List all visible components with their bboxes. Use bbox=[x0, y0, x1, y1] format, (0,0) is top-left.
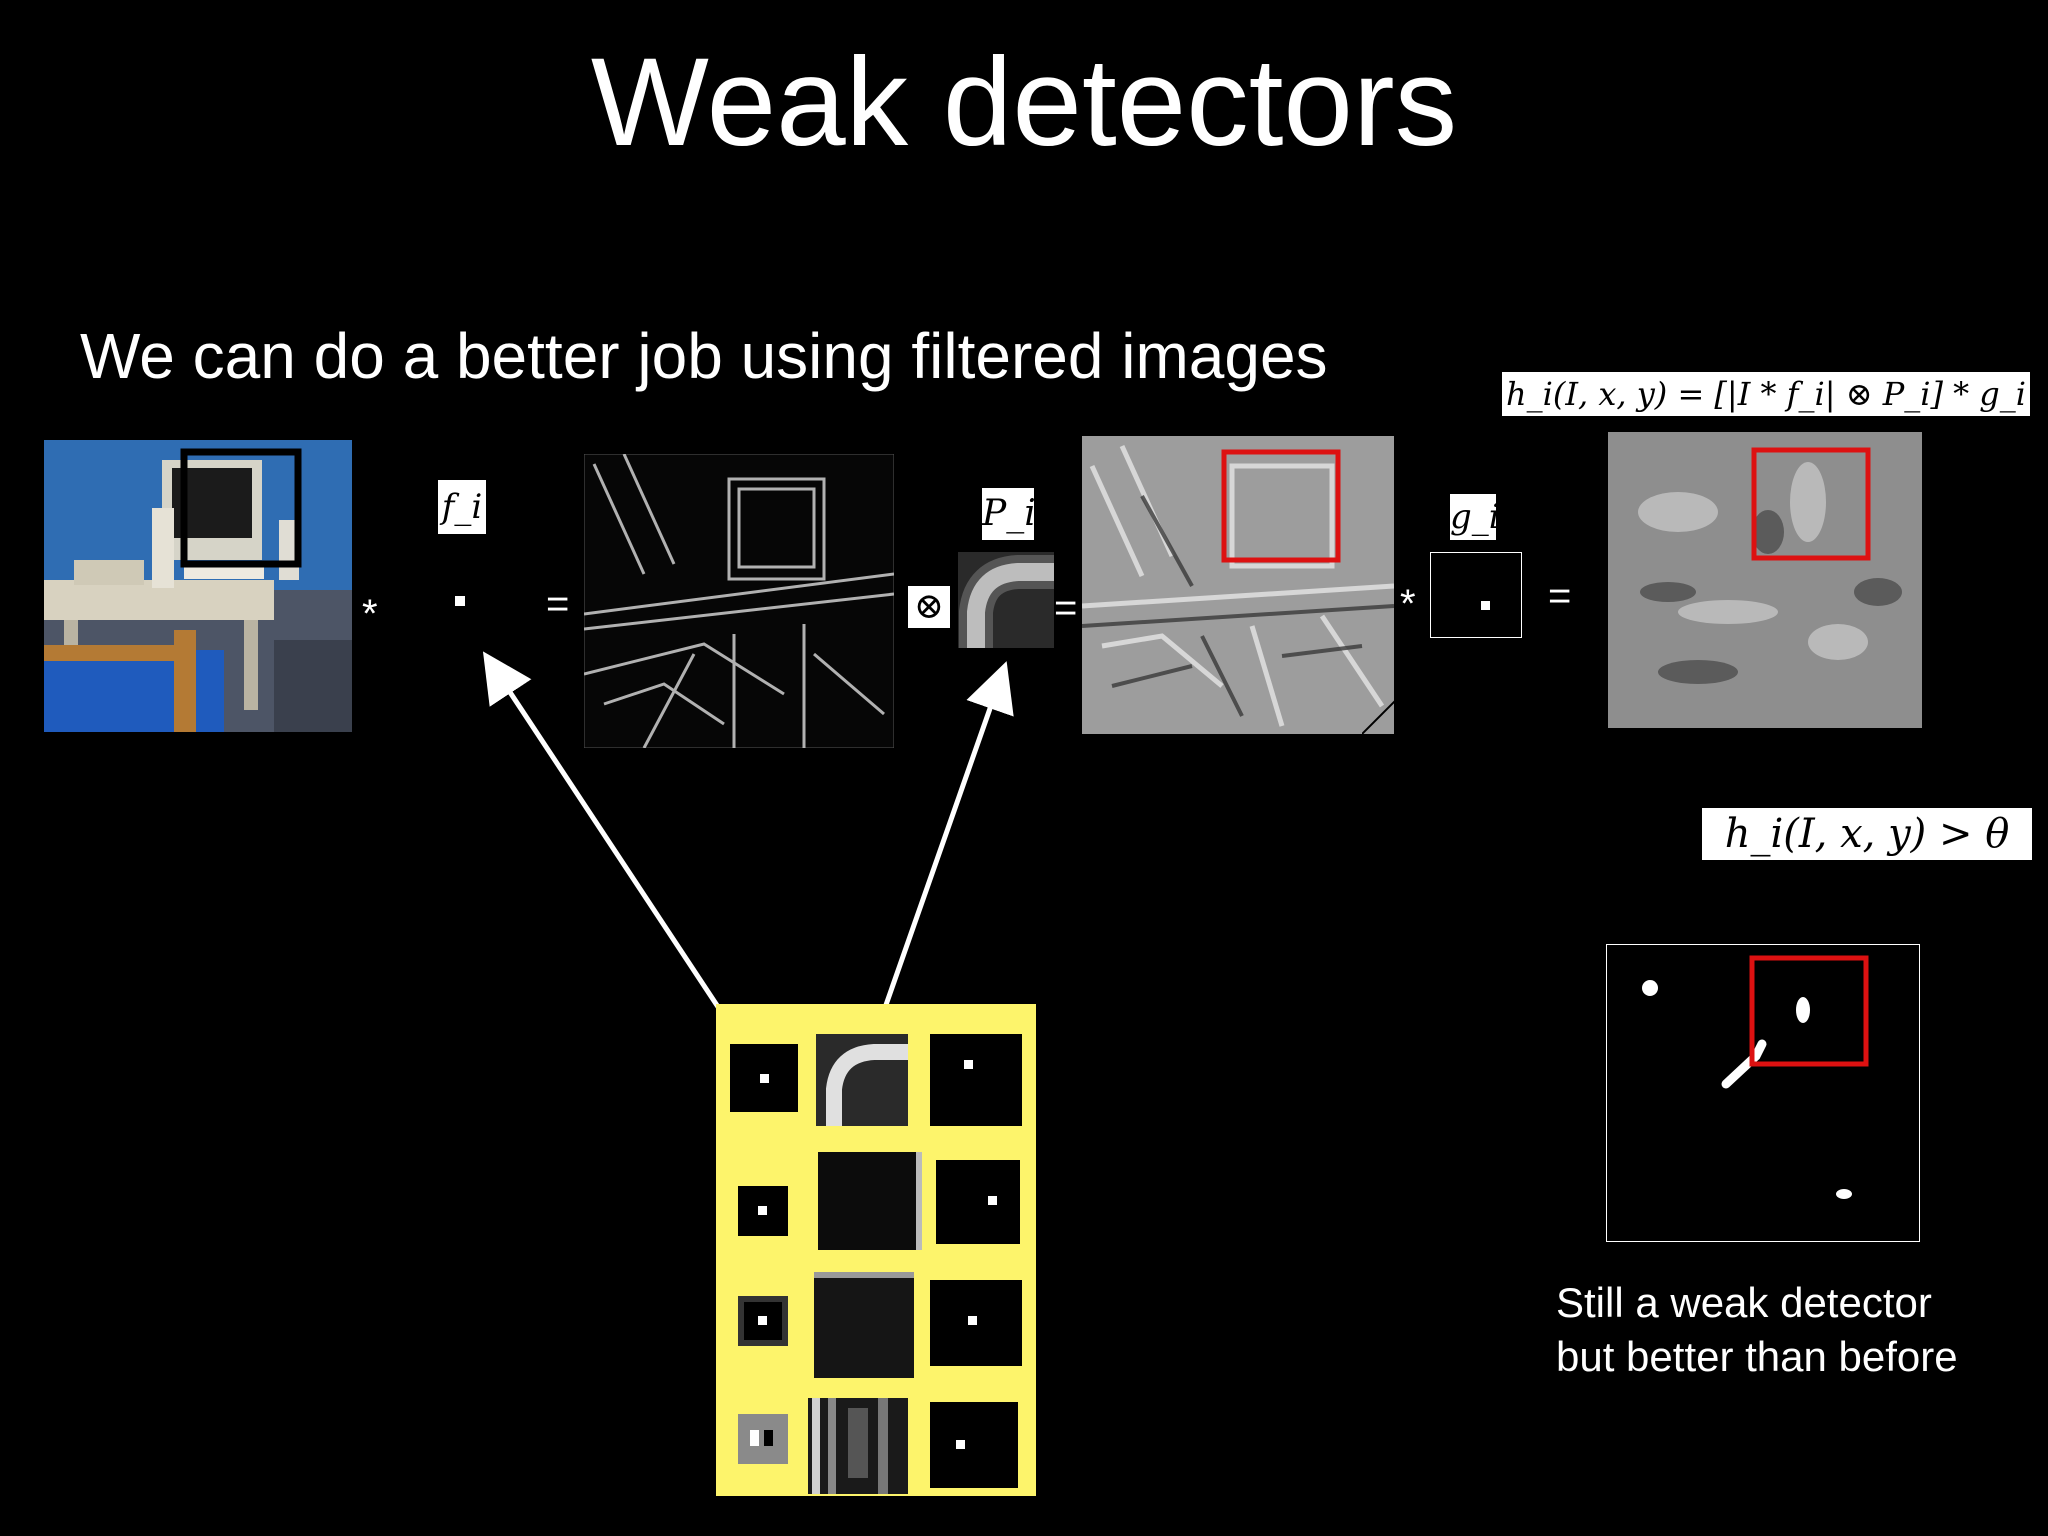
f-label: f_i bbox=[438, 480, 486, 534]
g-label: g_i bbox=[1450, 494, 1496, 540]
equals-operator-1: = bbox=[546, 582, 570, 626]
otimes-operator: ⊗ bbox=[908, 586, 950, 628]
edge-filtered-image bbox=[584, 454, 894, 748]
patch-response-image bbox=[1082, 436, 1394, 734]
filter-thumb-r4-c1 bbox=[738, 1414, 788, 1464]
caption-line-1: Still a weak detector bbox=[1556, 1279, 1932, 1326]
g-thumb-r2-c3 bbox=[936, 1160, 1020, 1244]
filter-thumb-r1-c1 bbox=[730, 1044, 798, 1112]
caption: Still a weak detector but better than be… bbox=[1556, 1276, 1958, 1384]
smoothed-response-image bbox=[1608, 432, 1922, 728]
p-patch-image bbox=[958, 552, 1054, 648]
arrow-to-p bbox=[877, 661, 1014, 1023]
patch-thumb-r2-c2 bbox=[818, 1152, 922, 1250]
detection-image bbox=[1606, 944, 1920, 1242]
slide-subtitle: We can do a better job using filtered im… bbox=[80, 320, 1328, 392]
f-filter-kernel bbox=[455, 596, 465, 606]
patch-thumb-r1-c2 bbox=[816, 1034, 908, 1126]
filter-bank-panel bbox=[716, 1004, 1036, 1496]
input-image bbox=[44, 440, 352, 732]
slide-title: Weak detectors bbox=[590, 33, 1458, 172]
g-kernel-dot bbox=[1481, 601, 1490, 610]
filter-thumb-r3-c1 bbox=[738, 1296, 788, 1346]
g-thumb-r3-c3 bbox=[930, 1280, 1022, 1366]
p-label: P_i bbox=[982, 488, 1034, 540]
formula-box: h_i(I, x, y) = [|I * f_i| ⊗ P_i] * g_i bbox=[1502, 372, 2030, 416]
caption-line-2: but better than before bbox=[1556, 1333, 1958, 1380]
threshold-expression: h_i(I, x, y) > θ bbox=[1702, 808, 2032, 860]
filter-thumb-r2-c1 bbox=[738, 1186, 788, 1236]
connector-line bbox=[1362, 700, 1396, 734]
g-thumb-r4-c3 bbox=[930, 1402, 1018, 1488]
convolution-operator-2: * bbox=[1400, 582, 1416, 626]
patch-thumb-r3-c2 bbox=[814, 1272, 914, 1378]
patch-thumb-r4-c2 bbox=[808, 1398, 908, 1494]
g-thumb-r1-c3 bbox=[930, 1034, 1022, 1126]
equals-operator-3: = bbox=[1548, 574, 1572, 618]
g-kernel-box bbox=[1430, 552, 1522, 638]
equals-operator-2: = bbox=[1054, 586, 1078, 630]
convolution-operator-1: * bbox=[362, 592, 378, 636]
